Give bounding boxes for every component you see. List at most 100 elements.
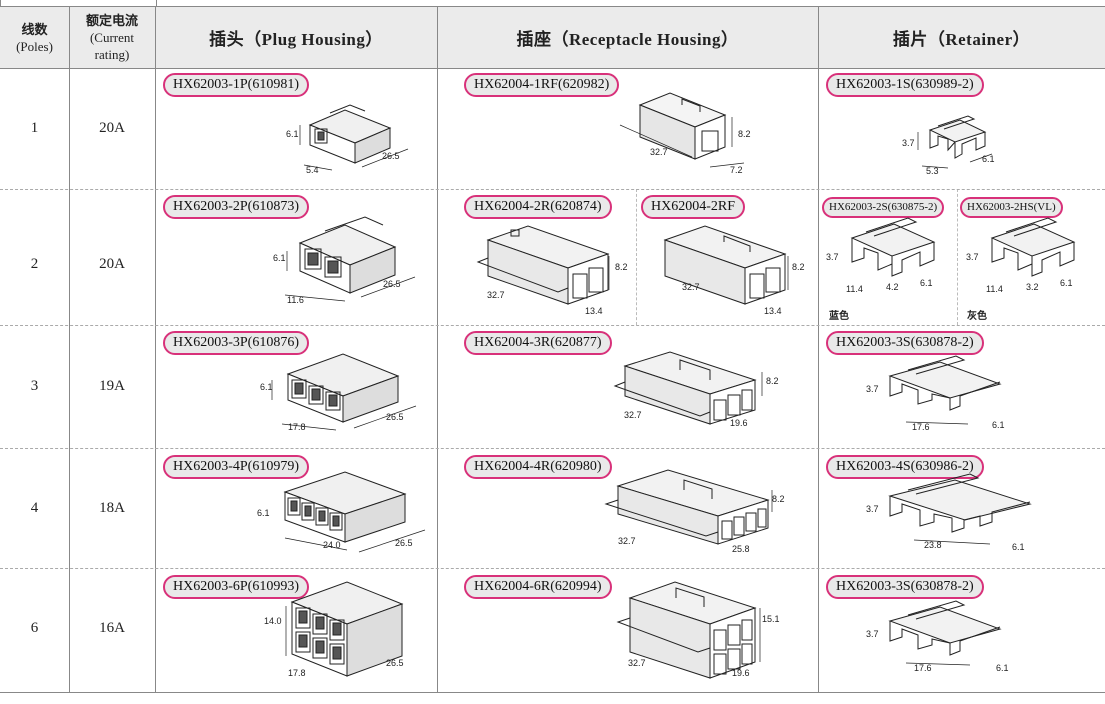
part-number-badge: HX62003-1S(630989-2) [826,73,984,97]
part-number-badge: HX62003-6P(610993) [163,575,309,599]
part-number-badge: HX62003-3S(630878-2) [826,331,984,355]
current-value: 20A [99,120,125,136]
dimension-label: 25.8 [732,544,750,554]
part-number-badge: HX62003-2HS(VL) [960,197,1063,218]
dimension-label: 32.7 [650,147,668,157]
dimension-label: 17.8 [288,668,306,678]
plug-6p-drawing: 14.0 17.8 26.5 [264,581,404,678]
dimension-label: 32.7 [628,658,646,668]
dimension-label: 8.2 [615,262,628,272]
retainer-3s-drawing: 3.7 17.6 6.1 [866,600,1009,673]
dimension-label: 3.7 [866,504,879,514]
retainer-2s-drawing: 3.7 11.4 4.2 6.1 [826,217,936,294]
part-number-badge: HX62003-2P(610873) [163,195,309,219]
grid-line [818,6,819,692]
row-separator [0,325,1105,326]
header-plug: 插头（Plug Housing） [209,30,383,49]
poles-value: 3 [30,378,39,394]
dimension-label: 6.1 [286,129,299,139]
dimension-label: 17.6 [914,663,932,673]
current-value: 20A [99,256,125,272]
receptacle-4r-drawing: 32.7 8.2 25.8 [604,469,785,554]
dimension-label: 5.3 [926,166,939,176]
current-value: 18A [99,500,125,516]
header-current-en2: rating) [94,47,130,62]
color-label-blue: 蓝色 [829,311,849,322]
part-number-badge: HX62003-1P(610981) [163,73,309,97]
receptacle-6r-drawing: 32.7 15.1 19.6 [616,581,780,679]
grid-line [155,6,156,692]
dimension-label: 23.8 [924,540,942,550]
poles-value: 4 [30,500,39,516]
plug-2p-drawing: 6.1 11.6 26.5 [273,216,416,305]
receptacle-1rf-drawing: 32.7 8.2 7.2 [619,92,751,175]
grid-line [69,6,70,692]
dimension-label: 3.7 [966,252,979,262]
dimension-label: 5.4 [306,165,319,175]
dimension-label: 6.1 [982,154,995,164]
header-current-cn: 额定电流 [85,13,138,28]
part-number-badge: HX62004-6R(620994) [464,575,612,599]
dimension-label: 6.1 [1012,542,1025,552]
receptacle-2r-drawing: 32.7 8.2 13.4 [476,225,628,316]
dimension-label: 11.4 [846,284,863,294]
dimension-label: 13.4 [585,306,603,316]
color-label-gray: 灰色 [967,311,987,322]
retainer-2hs-drawing: 3.7 11.4 3.2 6.1 [966,217,1076,294]
dimension-label: 26.5 [383,279,401,289]
part-number-badge: HX62003-4P(610979) [163,455,309,479]
poles-value: 6 [30,620,39,636]
grid-line [636,189,637,325]
header-current: 额定电流 (Current rating) [69,7,155,68]
dimension-label: 6.1 [273,253,286,263]
part-number-badge: HX62004-3R(620877) [464,331,612,355]
grid-line [437,6,438,692]
dimension-label: 3.7 [902,138,915,148]
dimension-label: 15.1 [762,614,780,624]
dimension-label: 26.5 [386,658,404,668]
dimension-label: 8.2 [738,129,751,139]
dimension-label: 11.4 [986,284,1003,294]
dimension-label: 19.6 [732,668,750,678]
dimension-label: 32.7 [487,290,505,300]
dimension-label: 7.2 [730,165,743,175]
row-separator [0,189,1105,190]
header-poles-en: (Poles) [16,38,53,54]
part-number-badge: HX62004-2RF [641,195,746,219]
retainer-4s-drawing: 3.7 23.8 6.1 [866,473,1032,552]
dimension-label: 8.2 [772,494,785,504]
part-number-badge: HX62003-2S(630875-2) [822,197,945,218]
plug-4p-drawing: 6.1 24.0 26.5 [257,471,426,553]
part-number-badge: HX62003-3S(630878-2) [826,575,984,599]
header-poles: 线数 (Poles) [0,7,69,68]
retainer-1s-drawing: 3.7 5.3 6.1 [902,115,995,176]
grid-line [957,189,958,325]
dimension-label: 6.1 [260,382,273,392]
dimension-label: 11.6 [287,295,304,305]
poles-value: 1 [30,120,39,136]
retainer-3s-drawing: 3.7 17.6 6.1 [866,355,1005,432]
dimension-label: 6.1 [992,420,1005,430]
dimension-label: 26.5 [395,538,413,548]
dimension-label: 3.7 [866,629,879,639]
plug-3p-drawing: 6.1 17.8 26.5 [260,353,417,432]
header-retainer: 插片（Retainer） [892,30,1031,49]
dimension-label: 6.1 [996,663,1009,673]
part-number-badge: HX62004-1RF(620982) [464,73,620,97]
dimension-label: 3.7 [866,384,879,394]
dimension-label: 19.6 [730,418,748,428]
dimension-label: 14.0 [264,616,282,626]
dimension-label: 17.6 [912,422,930,432]
dimension-label: 6.1 [920,278,933,288]
plug-1p-drawing: 6.1 5.4 26.5 [286,104,409,175]
dimension-label: 24.0 [323,540,341,550]
dimension-label: 6.1 [257,508,270,518]
dimension-label: 6.1 [1060,278,1073,288]
dimension-label: 13.4 [764,306,782,316]
dimension-label: 3.2 [1026,282,1039,292]
header-poles-cn: 线数 [21,21,48,37]
row-separator [0,568,1105,569]
header-current-en1: (Current [89,30,135,45]
part-number-badge: HX62003-4S(630986-2) [826,455,984,479]
part-number-badge: HX62003-3P(610876) [163,331,309,355]
